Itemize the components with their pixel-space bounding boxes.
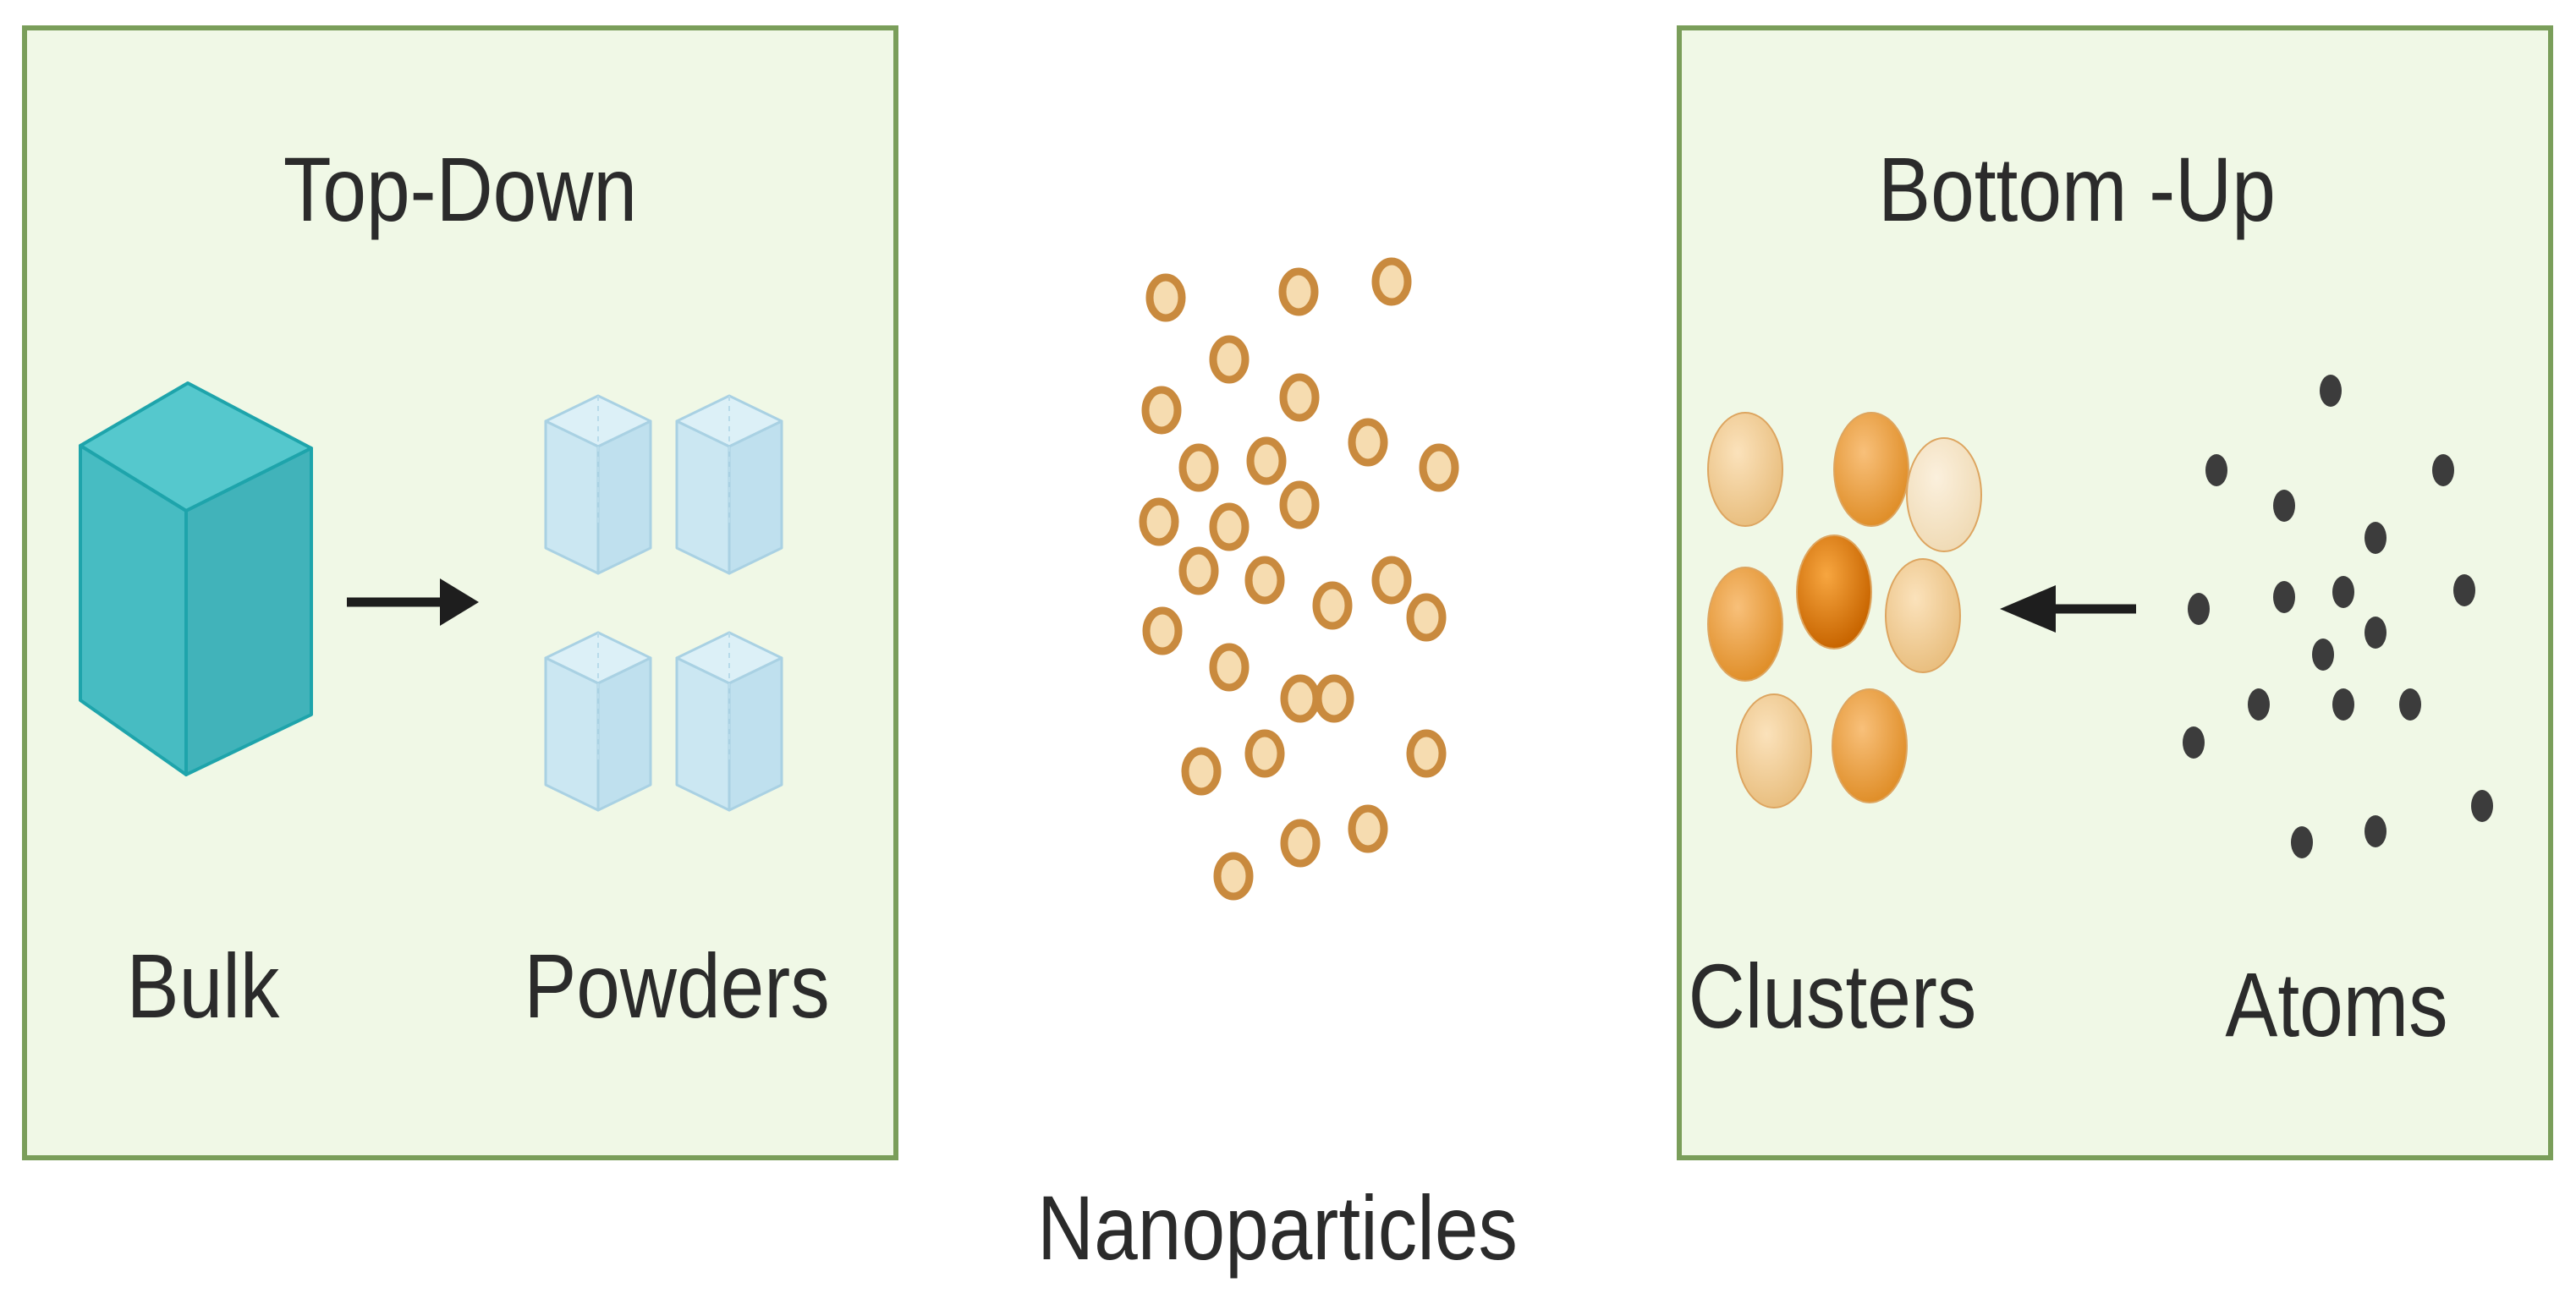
powder-cube <box>544 394 652 575</box>
powder-cube <box>544 631 652 812</box>
nanoparticle <box>1145 273 1186 322</box>
nanoparticle <box>1419 443 1459 492</box>
nanoparticle <box>1181 747 1222 796</box>
atom <box>2471 790 2493 822</box>
nanoparticle <box>1139 497 1179 546</box>
nanoparticle <box>1280 819 1321 868</box>
nanoparticle <box>1209 643 1250 692</box>
atom <box>2365 815 2387 847</box>
nanoparticle <box>1371 556 1412 605</box>
nanoparticle <box>1209 502 1250 551</box>
nanoparticle <box>1371 257 1412 306</box>
bulk-label: Bulk <box>126 935 280 1037</box>
atom <box>2312 639 2334 671</box>
nanoparticle <box>1244 729 1285 778</box>
cluster-sphere <box>1832 688 1908 803</box>
nanoparticle <box>1142 606 1183 655</box>
cluster-group <box>1707 412 1982 808</box>
nanoparticle <box>1246 436 1287 485</box>
nanoparticle <box>1141 386 1182 435</box>
nanoparticle <box>1279 480 1320 529</box>
atom <box>2273 581 2295 613</box>
atom <box>2453 574 2475 606</box>
powders-label: Powders <box>524 935 830 1037</box>
nanoparticle <box>1314 674 1354 723</box>
nanoparticle <box>1278 267 1319 316</box>
nanoparticle <box>1406 729 1447 778</box>
nanoparticle <box>1312 581 1353 630</box>
nanoparticle <box>1178 443 1219 492</box>
cluster-sphere <box>1796 534 1872 650</box>
atom <box>2291 826 2313 858</box>
cluster-sphere <box>1707 412 1783 527</box>
nanoparticle <box>1348 804 1388 853</box>
atoms-label: Atoms <box>2225 953 2448 1055</box>
atom <box>2399 688 2421 721</box>
atom <box>2365 617 2387 649</box>
atom <box>2205 454 2227 486</box>
powder-cube <box>675 394 783 575</box>
powder-cube <box>675 631 783 812</box>
atom <box>2188 593 2210 625</box>
nanoparticle <box>1279 373 1320 422</box>
nanoparticle <box>1209 335 1250 384</box>
top-down-title: Top-Down <box>283 138 638 240</box>
bulk-cube <box>79 381 313 776</box>
nanoparticle <box>1348 418 1388 467</box>
arrow-right-icon <box>347 578 479 626</box>
bottom-up-title: Bottom -Up <box>1878 138 2276 240</box>
arrow-left-icon <box>2000 585 2136 633</box>
clusters-label: Clusters <box>1688 945 1977 1047</box>
nanoparticle <box>1213 852 1254 901</box>
nanoparticles <box>1139 257 1459 901</box>
atom <box>2273 490 2295 522</box>
nanoparticle <box>1280 674 1321 723</box>
nanoparticle <box>1406 593 1447 642</box>
cluster-sphere <box>1885 558 1961 673</box>
cluster-sphere <box>1707 567 1783 682</box>
atom <box>2248 688 2270 721</box>
atom <box>2332 576 2354 608</box>
nanoparticle <box>1244 556 1285 605</box>
atom <box>2332 688 2354 721</box>
nanoparticles-label: Nanoparticles <box>1037 1176 1518 1279</box>
cluster-sphere <box>1736 693 1812 808</box>
cluster-sphere <box>1906 437 1982 552</box>
atom <box>2320 375 2342 407</box>
atom <box>2432 454 2454 486</box>
cluster-sphere <box>1833 412 1909 527</box>
atom <box>2365 522 2387 554</box>
powder-cubes <box>544 394 783 812</box>
nanoparticle <box>1178 546 1219 595</box>
atoms <box>2183 375 2493 858</box>
atom <box>2183 726 2205 759</box>
